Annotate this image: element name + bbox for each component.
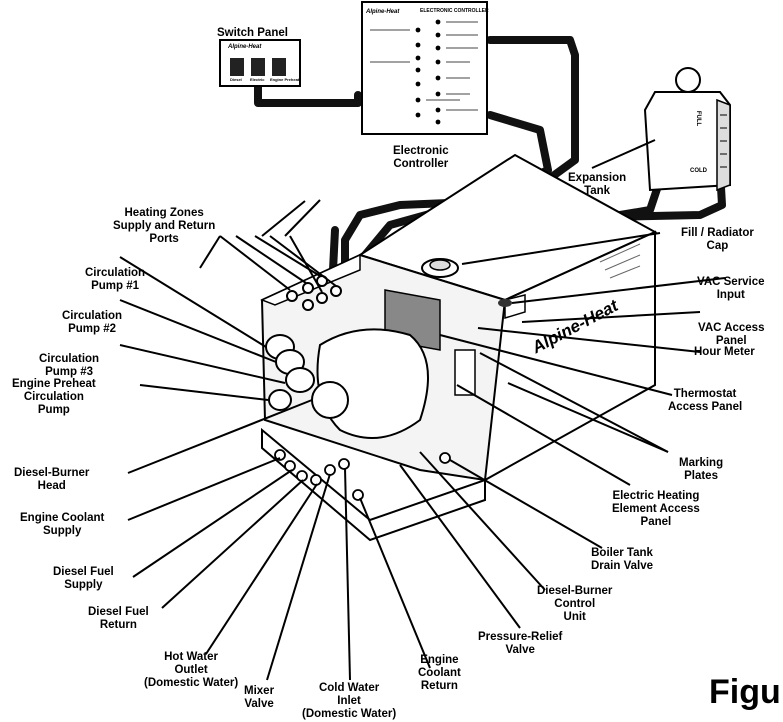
boiler-unit [260, 153, 658, 542]
switch-panel-logo: Alpine-Heat [228, 44, 262, 50]
label-heating-zones: Heating Zones Supply and Return Ports [113, 207, 216, 245]
figure-caption: Figu [709, 673, 781, 711]
label-engine-preheat-pump: Engine Preheat Circulation Pump [12, 378, 96, 416]
label-cold-water-inlet: Cold Water Inlet (Domestic Water) [302, 682, 397, 720]
label-engine-coolant-return: Engine Coolant Return [418, 654, 461, 692]
expansion-tank-drawing [643, 67, 731, 192]
label-mixer-valve: Mixer Valve [244, 685, 275, 710]
label-vac-access-panel: VAC Access Panel [698, 322, 765, 347]
label-diesel-fuel-supply: Diesel Fuel Supply [53, 566, 114, 591]
label-electronic-controller: Electronic Controller [393, 145, 449, 170]
label-electric-heating-element: Electric Heating Element Access Panel [612, 490, 700, 528]
label-vac-service-input: VAC Service Input [697, 276, 765, 301]
switch-engine-label: Engine Preheat [270, 77, 300, 82]
tank-cold-marking: COLD [690, 168, 707, 174]
label-expansion-tank: Expansion Tank [568, 172, 627, 197]
label-hour-meter: Hour Meter [694, 346, 755, 358]
switch-panel-box [219, 39, 301, 87]
leader-lines [119, 139, 726, 681]
controller-panel-header: ELECTRONIC CONTROLLER [420, 8, 489, 14]
label-fill-radiator-cap: Fill / Radiator Cap [681, 227, 754, 252]
label-circulation-pump-1: Circulation Pump #1 [85, 267, 146, 292]
switch-diesel-label: Diesel [230, 77, 242, 82]
label-diesel-fuel-return: Diesel Fuel Return [88, 606, 149, 631]
label-circulation-pump-3: Circulation Pump #3 [39, 353, 100, 378]
label-circulation-pump-2: Circulation Pump #2 [62, 310, 123, 335]
label-diesel-burner-control: Diesel-Burner Control Unit [537, 585, 613, 623]
label-engine-coolant-supply: Engine Coolant Supply [20, 512, 105, 537]
label-boiler-tank-drain: Boiler Tank Drain Valve [591, 547, 654, 572]
tank-full-marking: FULL [695, 110, 702, 127]
label-hot-water-outlet: Hot Water Outlet (Domestic Water) [144, 651, 239, 689]
switch-electric-label: Electric [250, 77, 265, 82]
electronic-controller-box [361, 1, 488, 135]
label-thermostat-access-panel: Thermostat Access Panel [668, 388, 743, 413]
label-switch-panel: Switch Panel [217, 27, 288, 39]
label-diesel-burner-head: Diesel-Burner Head [14, 467, 90, 492]
label-marking-plates: Marking Plates [679, 457, 724, 482]
controller-panel-logo: Alpine-Heat [366, 9, 400, 15]
label-pressure-relief-valve: Pressure-Relief Valve [478, 631, 563, 656]
